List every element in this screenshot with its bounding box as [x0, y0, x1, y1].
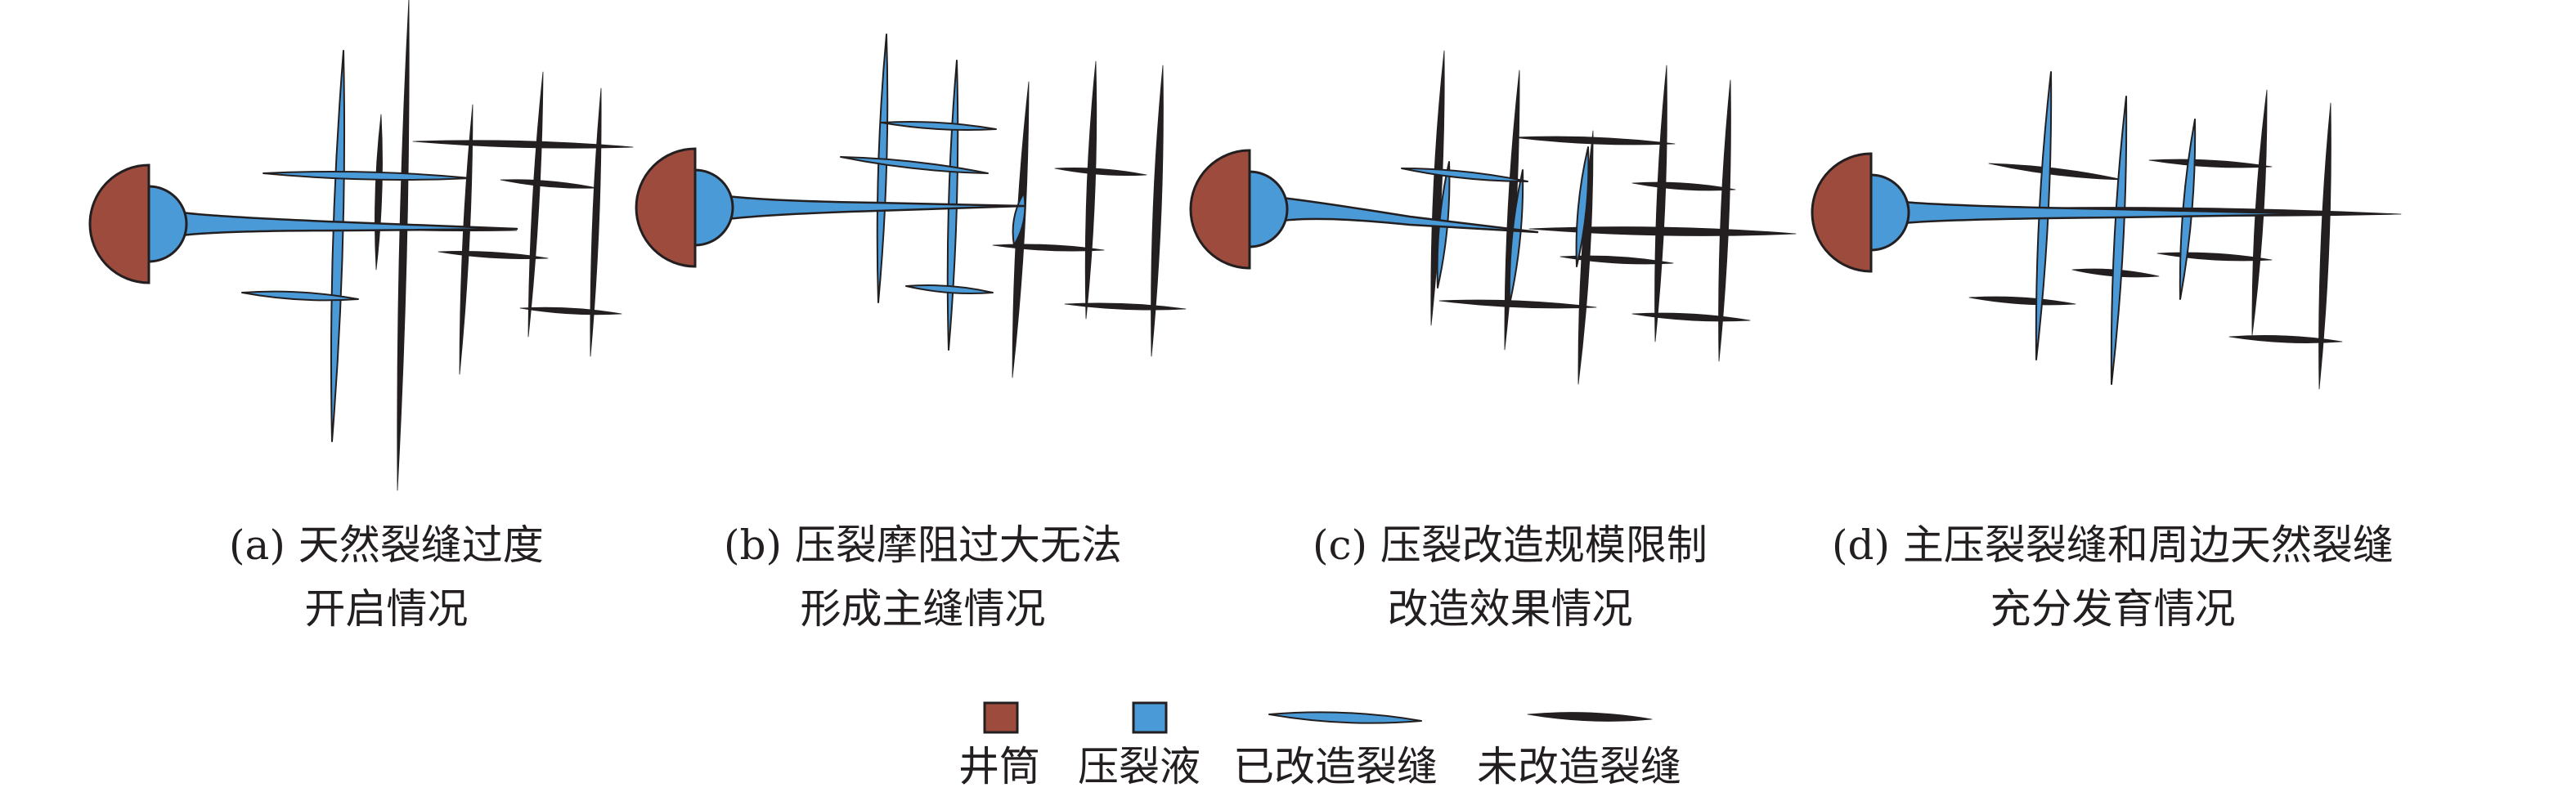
legend-label-unstimulated: 未改造裂缝 — [1477, 742, 1681, 791]
legend-symbols — [985, 703, 1652, 732]
panel-d-diagram — [1812, 72, 2401, 389]
caption-a: (a) 天然裂缝过度 开启情况 — [229, 513, 544, 641]
stimulated-fracture — [877, 34, 887, 302]
unstimulated-fracture — [1632, 313, 1750, 321]
legend-unstimulated-fracture — [1528, 713, 1652, 722]
legend-label-stimulated: 已改造裂缝 — [1233, 742, 1438, 791]
unstimulated-fracture — [1055, 168, 1147, 175]
wellbore-shell — [90, 165, 149, 283]
wellbore-fluid-core — [695, 170, 733, 245]
stimulated-fracture — [1402, 168, 1528, 181]
wellbore-shell — [636, 149, 695, 266]
caption-d-line2: 充分发育情况 — [1832, 577, 2394, 641]
unstimulated-fracture — [1655, 65, 1667, 342]
caption-c-line2: 改造效果情况 — [1313, 577, 1708, 641]
unstimulated-fracture — [397, 0, 409, 490]
stimulated-fracture — [882, 122, 996, 130]
legend-fluid-swatch — [1133, 703, 1166, 732]
caption-a-line1: (a) 天然裂缝过度 — [229, 513, 544, 577]
legend-label-fluid: 压裂液 — [1078, 742, 1200, 791]
wellbore-fluid-core — [1250, 172, 1287, 247]
unstimulated-fracture — [1065, 303, 1186, 310]
wellbore-shell — [1812, 154, 1871, 271]
unstimulated-fracture — [1439, 300, 1596, 308]
panel-c-diagram — [1191, 51, 1796, 384]
unstimulated-fracture — [375, 114, 382, 270]
unstimulated-fracture — [528, 72, 543, 337]
stimulated-fracture — [331, 51, 344, 441]
caption-a-line2: 开启情况 — [229, 577, 544, 641]
wellbore-shell — [1191, 150, 1250, 268]
unstimulated-fracture — [1151, 65, 1164, 356]
caption-c-line1: (c) 压裂改造规模限制 — [1313, 513, 1708, 577]
unstimulated-fracture — [2319, 103, 2331, 389]
caption-d-line1: (d) 主压裂裂缝和周边天然裂缝 — [1832, 513, 2394, 577]
legend-label-wellbore: 井筒 — [958, 742, 1040, 791]
stimulated-fracture — [2112, 96, 2126, 384]
stimulated-fracture — [906, 285, 993, 293]
panel-a-diagram — [90, 0, 633, 490]
caption-d: (d) 主压裂裂缝和周边天然裂缝 充分发育情况 — [1832, 513, 2394, 641]
unstimulated-fracture — [1989, 163, 2123, 180]
legend-stimulated-fracture — [1269, 712, 1421, 723]
caption-b: (b) 压裂摩阻过大无法 形成主缝情况 — [724, 513, 1122, 641]
unstimulated-fracture — [1085, 61, 1097, 319]
stimulated-fracture — [841, 157, 988, 173]
caption-b-line1: (b) 压裂摩阻过大无法 — [724, 513, 1122, 577]
stimulated-fracture — [263, 172, 471, 180]
caption-c: (c) 压裂改造规模限制 改造效果情况 — [1313, 513, 1708, 641]
wellbore-fluid-core — [1871, 175, 1909, 250]
panel-b-diagram — [636, 34, 1186, 378]
unstimulated-fracture — [1529, 227, 1796, 236]
main-fracture — [1282, 198, 1537, 232]
unstimulated-fracture — [520, 307, 622, 315]
unstimulated-fracture — [500, 180, 597, 189]
wellbore-fluid-core — [149, 186, 186, 262]
unstimulated-fracture — [2149, 159, 2272, 168]
main-fracture — [728, 196, 1024, 219]
legend-wellbore-swatch — [985, 703, 1017, 732]
caption-b-line2: 形成主缝情况 — [724, 577, 1122, 641]
unstimulated-fracture — [590, 88, 601, 356]
unstimulated-fracture — [1513, 136, 1675, 145]
unstimulated-fracture — [1632, 182, 1735, 190]
unstimulated-fracture — [2229, 335, 2342, 342]
unstimulated-fracture — [1969, 297, 2076, 305]
